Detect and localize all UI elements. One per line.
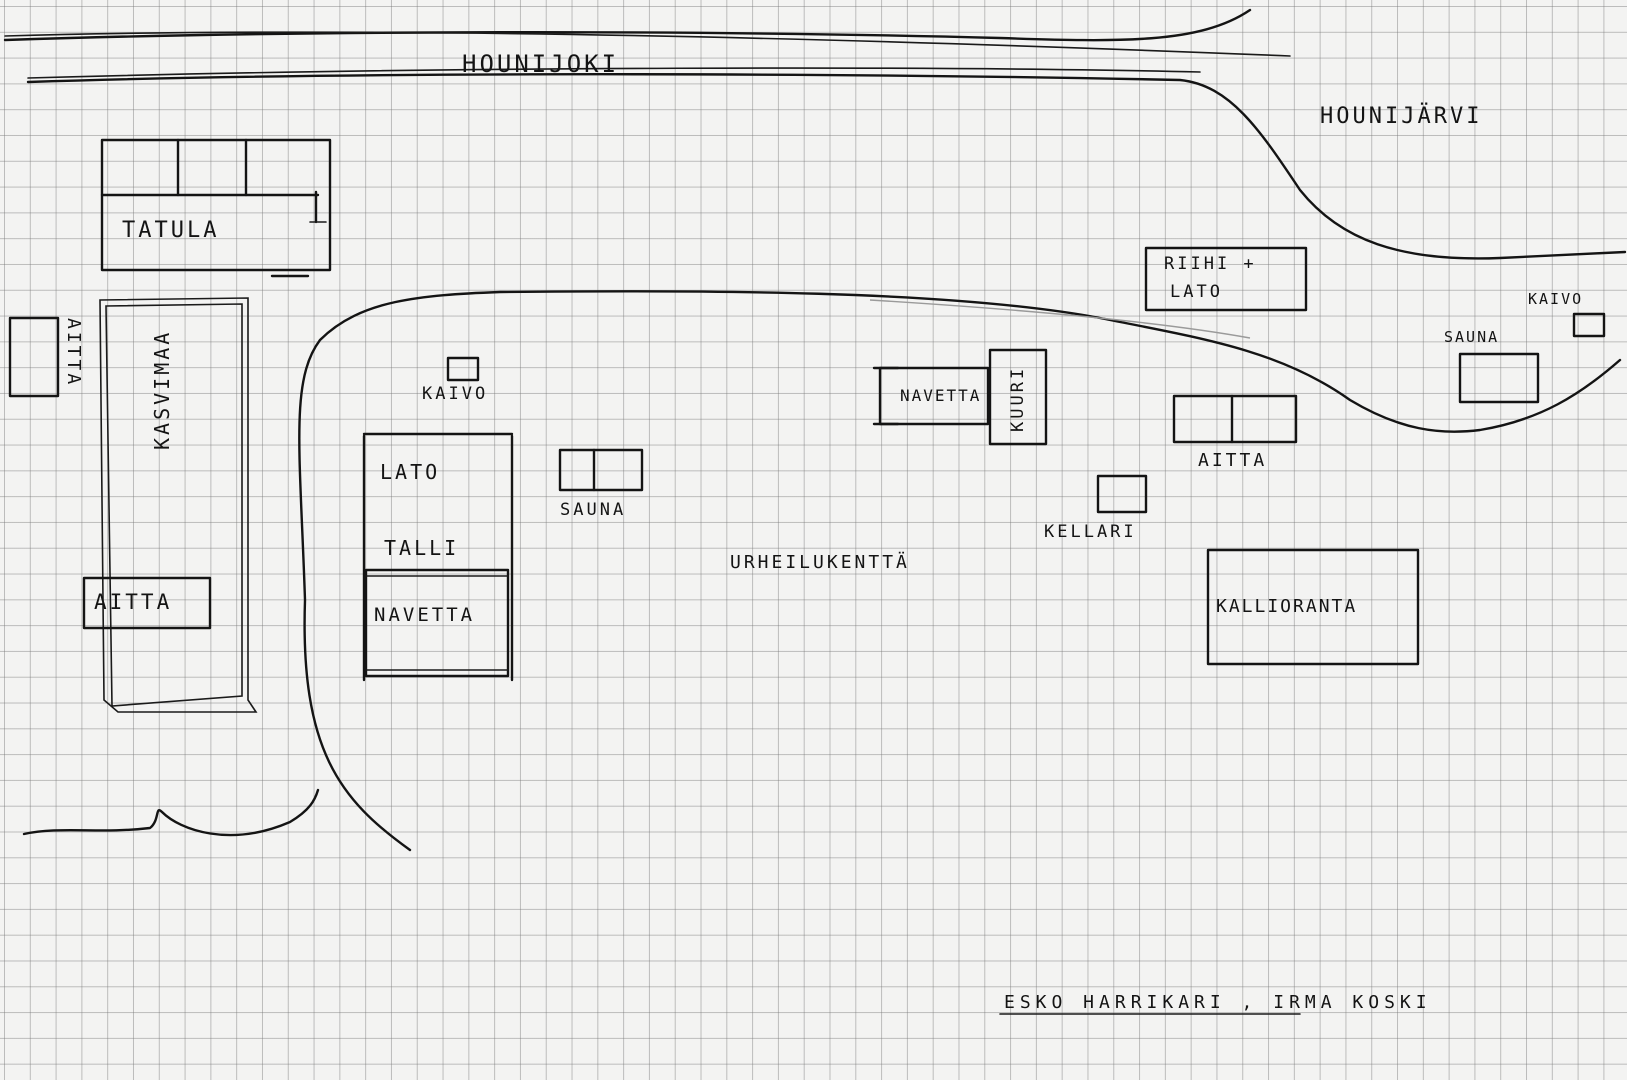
label-aitta-left: AITTA	[63, 318, 84, 388]
well-kaivo-center	[446, 356, 480, 382]
label-kaivo-center: KAIVO	[422, 384, 489, 404]
building-aitta-right	[1172, 394, 1298, 444]
garden-kasvimaa	[99, 297, 258, 713]
label-lato: LATO	[380, 460, 441, 484]
label-riihi-lato-line1: RIIHI +	[1164, 254, 1257, 274]
building-kuuri	[988, 348, 1048, 446]
building-kallioranta	[1206, 548, 1420, 666]
label-sauna-right: SAUNA	[1444, 328, 1500, 346]
label-kallioranta: KALLIORANTA	[1216, 596, 1358, 617]
label-tatula: TATULA	[122, 218, 220, 243]
label-sauna-center: SAUNA	[560, 500, 627, 520]
label-aitta-bottom-left: AITTA	[94, 590, 173, 614]
label-kasvimaa: KASVIMAA	[150, 329, 174, 450]
building-aitta-left	[8, 316, 60, 398]
building-aitta-bottom-left	[82, 576, 212, 630]
road-faint	[869, 299, 1251, 339]
building-navetta-left	[364, 568, 510, 678]
building-kellari	[1096, 474, 1148, 514]
well-kaivo-right	[1572, 312, 1606, 338]
building-navetta-right	[878, 366, 990, 426]
label-kellari: KELLARI	[1044, 522, 1137, 542]
building-sauna-right	[1458, 352, 1540, 404]
river-bank-lower	[26, 73, 1627, 260]
label-kuuri: KUURI	[1008, 365, 1028, 432]
building-sauna-center	[558, 448, 644, 492]
label-navetta-left: NAVETTA	[374, 604, 476, 626]
river-bank-upper	[3, 8, 1252, 42]
river-bank-upper-2	[4, 31, 1291, 57]
path-bottom-left	[22, 788, 320, 837]
label-kaivo-right: KAIVO	[1528, 290, 1584, 308]
river-bank-lower-2	[27, 67, 1201, 79]
building-tatula	[100, 138, 332, 272]
road	[298, 290, 1622, 852]
label-hounijoki: HOUNIJOKI	[462, 50, 620, 78]
label-signature: ESKO HARRIKARI , IRMA KOSKI	[1004, 992, 1432, 1013]
label-navetta-right: NAVETTA	[900, 386, 982, 405]
label-talli: TALLI	[384, 536, 460, 560]
label-hounijarvi: HOUNIJÄRVI	[1320, 104, 1483, 129]
label-riihi-lato-line2: LATO	[1170, 282, 1223, 302]
building-riihi-lato	[1144, 246, 1308, 312]
label-aitta-right: AITTA	[1198, 450, 1268, 471]
label-urheilukentta: URHEILUKENTTÄ	[730, 552, 910, 573]
